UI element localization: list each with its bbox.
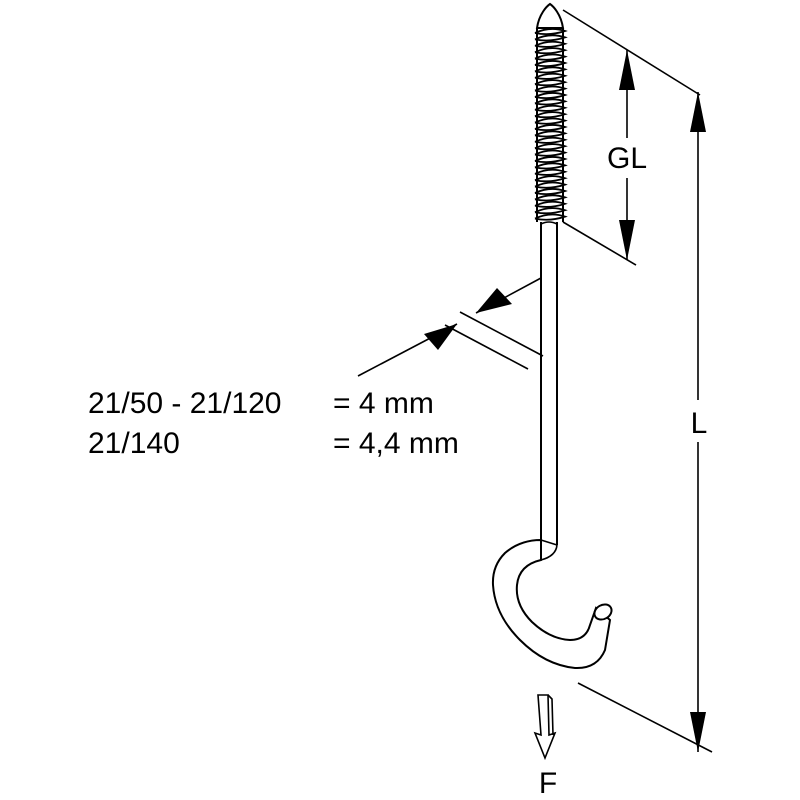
- thread-turn: [534, 136, 568, 144]
- thread-turn: [534, 66, 568, 74]
- thread-turn: [534, 72, 568, 80]
- thread-turn: [534, 143, 568, 151]
- thread-turn: [534, 149, 568, 157]
- thread-turn: [534, 175, 568, 183]
- thread-turn: [534, 53, 568, 61]
- hook-screw: [491, 2, 613, 670]
- thread-turn: [534, 104, 568, 112]
- total-length-dimension: L: [577, 92, 716, 753]
- screw-shank: [540, 221, 558, 545]
- thread-turn: [534, 168, 568, 176]
- thread-turn: [534, 47, 568, 55]
- thread-turn: [534, 207, 568, 215]
- thread-turn: [534, 117, 568, 125]
- diameter-row1-value: = 4 mm: [333, 387, 434, 420]
- diameter-row2-value: = 4,4 mm: [333, 427, 459, 460]
- diameter-dimension: [357, 277, 544, 377]
- load-force-arrow: F: [533, 694, 557, 800]
- thread-length-dimension: GL: [562, 9, 701, 266]
- diameter-row1-range: 21/50 - 21/120: [88, 387, 282, 420]
- thread-turn: [534, 213, 568, 221]
- thread-length-label: GL: [607, 142, 647, 175]
- thread-turn: [534, 124, 568, 132]
- thread-turn: [534, 181, 568, 189]
- thread-turn: [534, 194, 568, 202]
- load-force-label: F: [539, 767, 557, 800]
- thread-turn: [534, 156, 568, 164]
- screw-thread: [534, 28, 568, 222]
- thread-turn: [534, 130, 568, 138]
- thread-turn: [534, 188, 568, 196]
- screw-tip: [535, 2, 565, 29]
- thread-turn: [534, 92, 568, 100]
- thread-turn: [534, 98, 568, 106]
- diameter-note: 21/50 - 21/120 = 4 mm 21/140 = 4,4 mm: [88, 387, 459, 460]
- thread-turn: [534, 34, 568, 42]
- thread-turn: [534, 40, 568, 48]
- thread-turn: [534, 200, 568, 208]
- thread-turn: [534, 60, 568, 68]
- thread-turn: [534, 79, 568, 87]
- diameter-row2-range: 21/140: [88, 427, 180, 460]
- thread-turn: [534, 85, 568, 93]
- total-length-label: L: [691, 407, 708, 440]
- thread-turn: [534, 28, 568, 36]
- screw-hook: [491, 538, 613, 670]
- thread-turn: [534, 111, 568, 119]
- thread-turn: [534, 162, 568, 170]
